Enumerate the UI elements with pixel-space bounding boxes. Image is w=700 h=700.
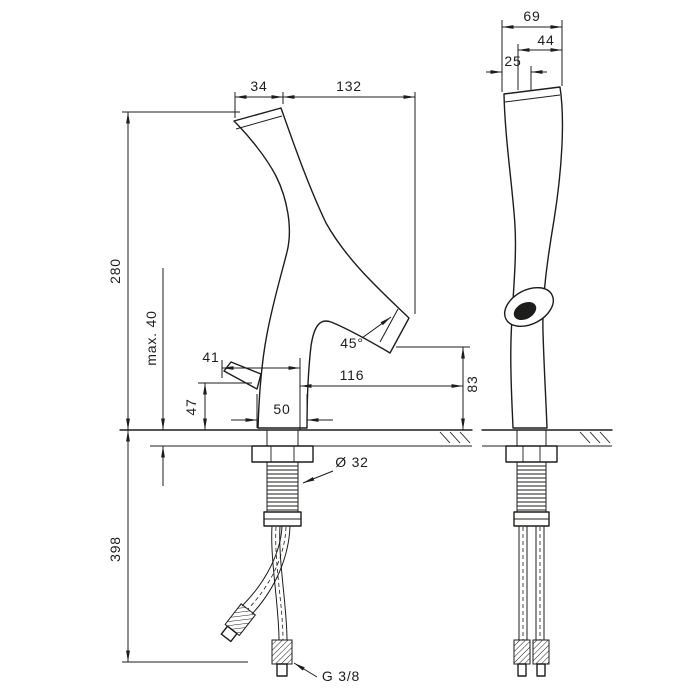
handle-knob-side bbox=[513, 301, 537, 321]
hose-right-braid bbox=[275, 526, 284, 641]
hose-b-edges-side bbox=[535, 526, 545, 640]
hose-left-braid bbox=[247, 526, 287, 610]
mounting-nut-front bbox=[251, 445, 314, 463]
dim-label-g38: G 3/8 bbox=[322, 668, 360, 684]
lever-handle-front bbox=[223, 361, 262, 390]
hose-a-edges-side bbox=[518, 526, 528, 640]
faucet-body-side bbox=[503, 86, 564, 429]
spout-rim-line-side bbox=[504, 94, 561, 103]
hose-connector-angled bbox=[220, 603, 257, 643]
shank-threads-front bbox=[267, 465, 298, 511]
dim-label-44: 44 bbox=[537, 32, 554, 48]
dim-label-116: 116 bbox=[340, 367, 365, 383]
hose-a-connector-side bbox=[513, 639, 531, 677]
countertop-section bbox=[119, 429, 613, 447]
mounting-shank-front bbox=[251, 430, 314, 527]
hose-right-edge-b bbox=[279, 525, 288, 641]
hose-connector-vertical bbox=[271, 639, 293, 677]
dimension-annotations: 34 132 280 max. 40 41 47 50 116 83 45° Ø… bbox=[107, 8, 563, 684]
supply-hoses-front bbox=[220, 525, 293, 677]
shank-edges-side bbox=[516, 430, 547, 512]
dim-label-45deg: 45° bbox=[340, 335, 364, 351]
counter-hatch-ticks bbox=[439, 431, 611, 444]
hose-left-edge-a bbox=[241, 525, 283, 607]
dim-label-50: 50 bbox=[273, 401, 290, 417]
dim-label-280: 280 bbox=[107, 258, 123, 284]
mounting-nut-side bbox=[505, 445, 558, 463]
dim-label-max40: max. 40 bbox=[143, 310, 159, 365]
leader-diameter-32 bbox=[302, 470, 334, 484]
dim-label-47: 47 bbox=[183, 398, 199, 415]
aerator-face-line bbox=[379, 308, 399, 343]
leader-g38 bbox=[293, 662, 318, 678]
dim-label-69: 69 bbox=[523, 8, 540, 24]
shank-threads-side bbox=[517, 465, 546, 511]
faucet-body-front bbox=[233, 107, 410, 429]
dim-label-398: 398 bbox=[107, 536, 123, 562]
mounting-nut-facets-side bbox=[522, 446, 541, 462]
dim-label-25: 25 bbox=[504, 53, 521, 69]
mounting-shank-side bbox=[505, 430, 558, 527]
dim-label-34: 34 bbox=[250, 78, 267, 94]
leader-45deg bbox=[361, 316, 392, 339]
hose-left-edge-b bbox=[251, 525, 291, 615]
supply-hoses-side bbox=[513, 526, 550, 677]
hose-right-edge-a bbox=[271, 525, 280, 641]
dim-label-132: 132 bbox=[336, 78, 362, 94]
dim-label-83: 83 bbox=[464, 375, 480, 392]
dim-label-41: 41 bbox=[202, 349, 219, 365]
spout-rim-line-front bbox=[235, 115, 283, 130]
mounting-nut-facets-front bbox=[270, 446, 295, 462]
front-view bbox=[220, 107, 410, 677]
dim-label-diameter-32: Ø 32 bbox=[335, 454, 369, 470]
side-view bbox=[503, 86, 564, 677]
hose-b-connector-side bbox=[532, 639, 550, 677]
shank-edges-front bbox=[266, 430, 299, 512]
